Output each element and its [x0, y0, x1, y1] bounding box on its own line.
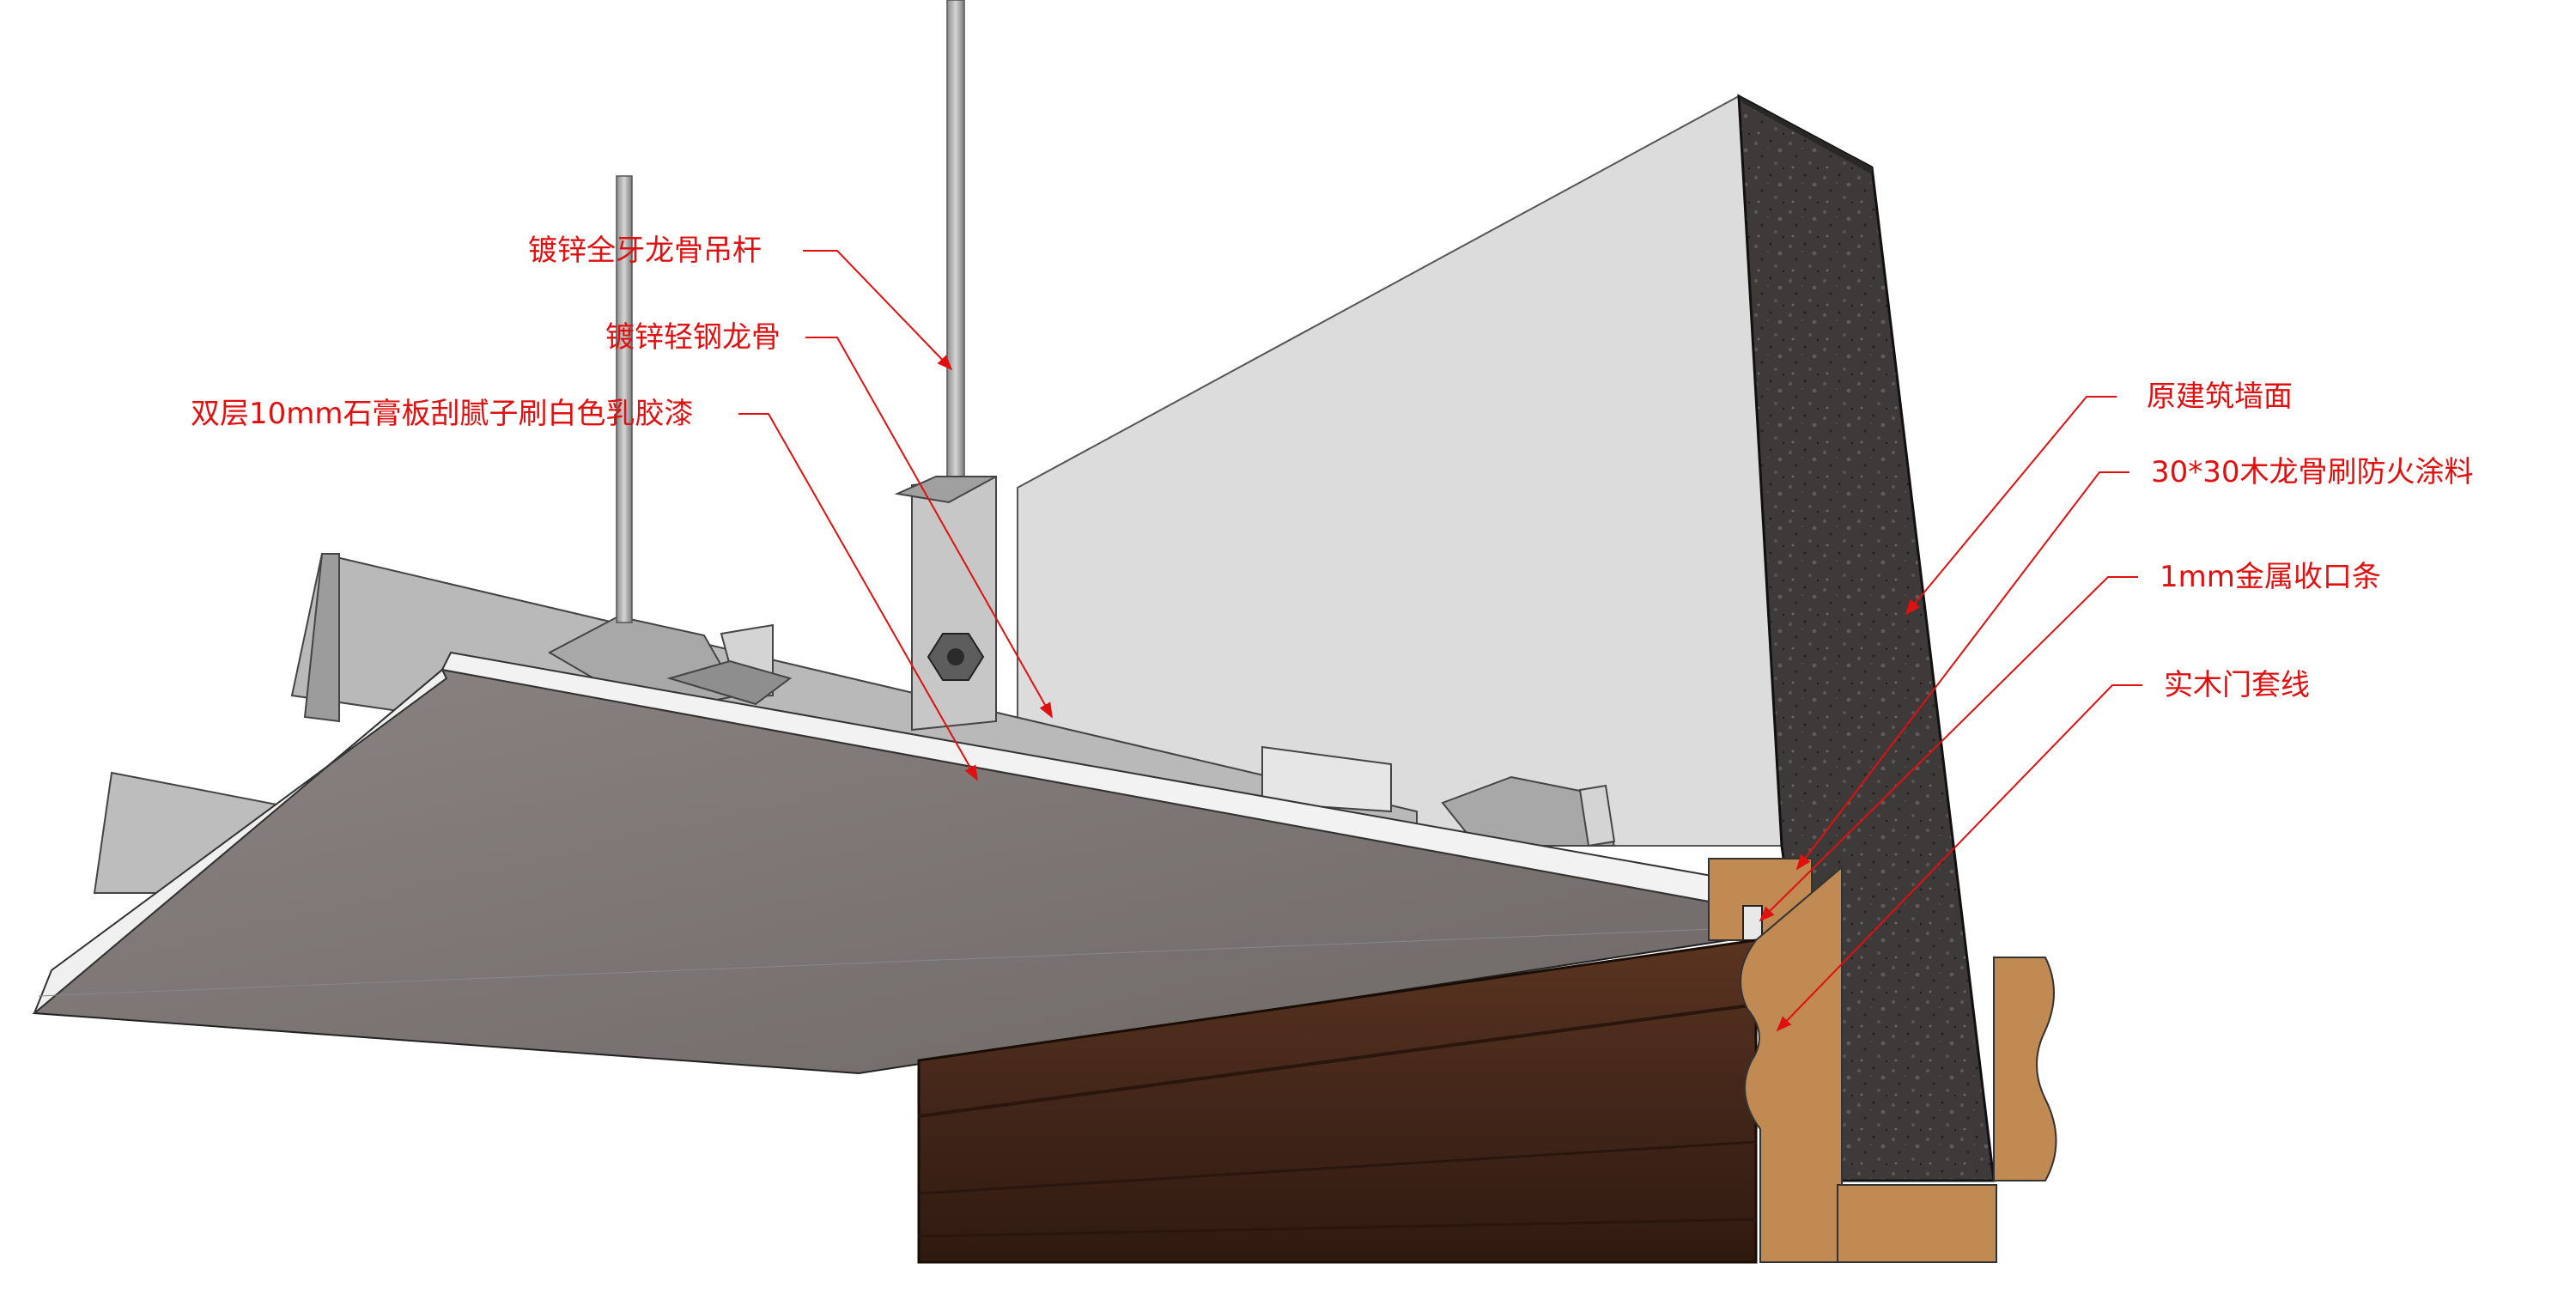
door-jamb-bottom: [1837, 1184, 1997, 1263]
hanger-bracket: [911, 475, 997, 732]
masonry-wall-top: [1739, 96, 1872, 174]
leader-steel-keel: [805, 337, 1053, 719]
leader-door-casing: [1776, 684, 2142, 1032]
leader-original-wall: [1905, 396, 2117, 616]
hanger-rod-right: [946, 0, 965, 490]
door-casing-profile-left: [1740, 865, 1843, 1263]
metal-closing-strip: [1742, 905, 1763, 941]
label-door-casing: 实木门套线: [2164, 668, 2310, 702]
wall-face: [1017, 94, 1788, 847]
bolt: [927, 633, 985, 681]
label-hanger-rod: 镀锌全牙龙骨吊杆: [528, 234, 762, 268]
label-original-wall: 原建筑墙面: [2147, 380, 2293, 414]
door-casing-profile-right: [1993, 957, 2057, 1181]
label-metal-trim: 1mm金属收口条: [2160, 560, 2381, 594]
label-wood-keel: 30*30木龙骨刷防火涂料: [2151, 455, 2474, 489]
leader-metal-trim: [1759, 576, 2138, 922]
leader-lines: [738, 250, 2142, 1032]
label-steel-keel: 镀锌轻钢龙骨: [605, 320, 781, 355]
leader-wood-keel: [1795, 471, 2129, 871]
hanger-rod-left: [616, 175, 633, 623]
cross-keels: [547, 615, 1616, 847]
leader-gypsum-board: [738, 413, 978, 781]
label-gypsum-board: 双层10mm石膏板刮腻子刷白色乳胶漆: [191, 397, 694, 431]
leader-hanger-rod: [803, 250, 953, 371]
hanger-bracket-top: [894, 476, 997, 504]
gypsum-board-edge-lower: [33, 668, 448, 1014]
back-steel-runner-face: [303, 553, 340, 723]
